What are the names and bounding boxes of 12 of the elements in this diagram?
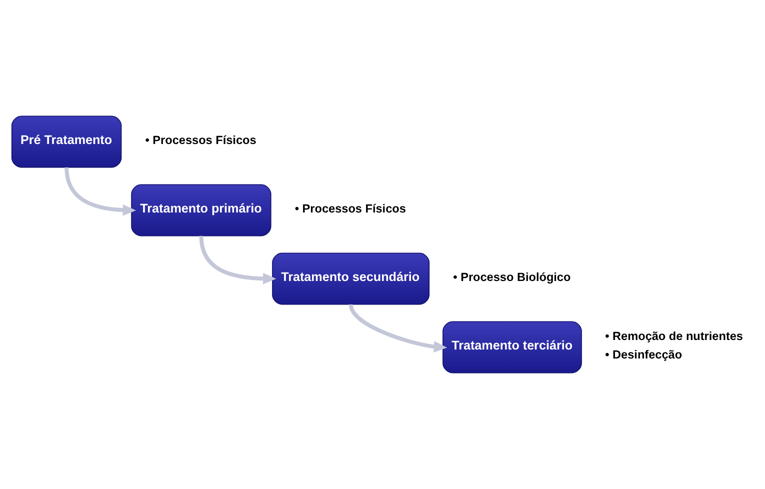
- node-box: Pré Tratamento: [11, 116, 122, 168]
- node-label: • Processos Físicos: [145, 133, 256, 148]
- node-label: • Processos Físicos: [294, 202, 406, 216]
- node-box: Tratamento terciário: [442, 321, 582, 374]
- node-box: Tratamento secundário: [272, 252, 430, 305]
- node-label: • Remoção de nutrientes: [605, 329, 744, 344]
- node-box: Tratamento primário: [131, 184, 272, 236]
- node-label: • Desinfecção: [605, 347, 682, 362]
- arrow: [199, 236, 276, 284]
- arrow: [64, 167, 136, 216]
- arrow: [348, 304, 448, 352]
- node-label: • Processo Biológico: [453, 270, 571, 284]
